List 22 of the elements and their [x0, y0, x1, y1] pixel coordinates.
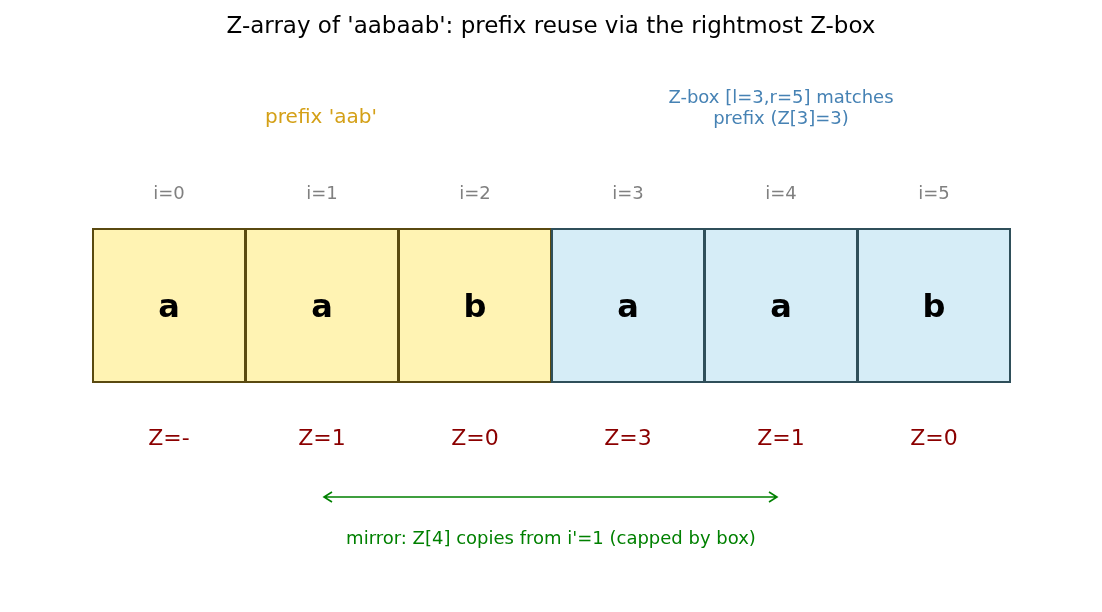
cell-character: b	[462, 286, 488, 326]
mirror-note: mirror: Z[4] copies from i'=1 (capped by box)	[345, 527, 757, 548]
cell-character: a	[616, 286, 640, 326]
z-value: Z=1	[297, 425, 347, 450]
z-value: Z=0	[450, 425, 500, 450]
cell-character: b	[921, 286, 947, 326]
z-value: Z=1	[756, 425, 806, 450]
cell-character: a	[310, 286, 334, 326]
z-value: Z=-	[147, 425, 191, 450]
index-label: i=1	[305, 182, 339, 203]
diagram-title: Z-array of 'aabaab': prefix reuse via the rightmost Z-box	[225, 12, 877, 38]
index-label: i=4	[764, 182, 798, 203]
cell-character: a	[769, 286, 793, 326]
index-label: i=3	[611, 182, 645, 203]
prefix-label: prefix 'aab'	[264, 104, 378, 128]
cell-character: a	[157, 286, 181, 326]
index-label: i=2	[458, 182, 492, 203]
index-label: i=0	[152, 182, 186, 203]
z-box-label: Z-box [l=3,r=5] matches prefix (Z[3]=3)	[667, 86, 895, 128]
z-value: Z=3	[603, 425, 653, 450]
z-value: Z=0	[909, 425, 959, 450]
index-label: i=5	[917, 182, 951, 203]
